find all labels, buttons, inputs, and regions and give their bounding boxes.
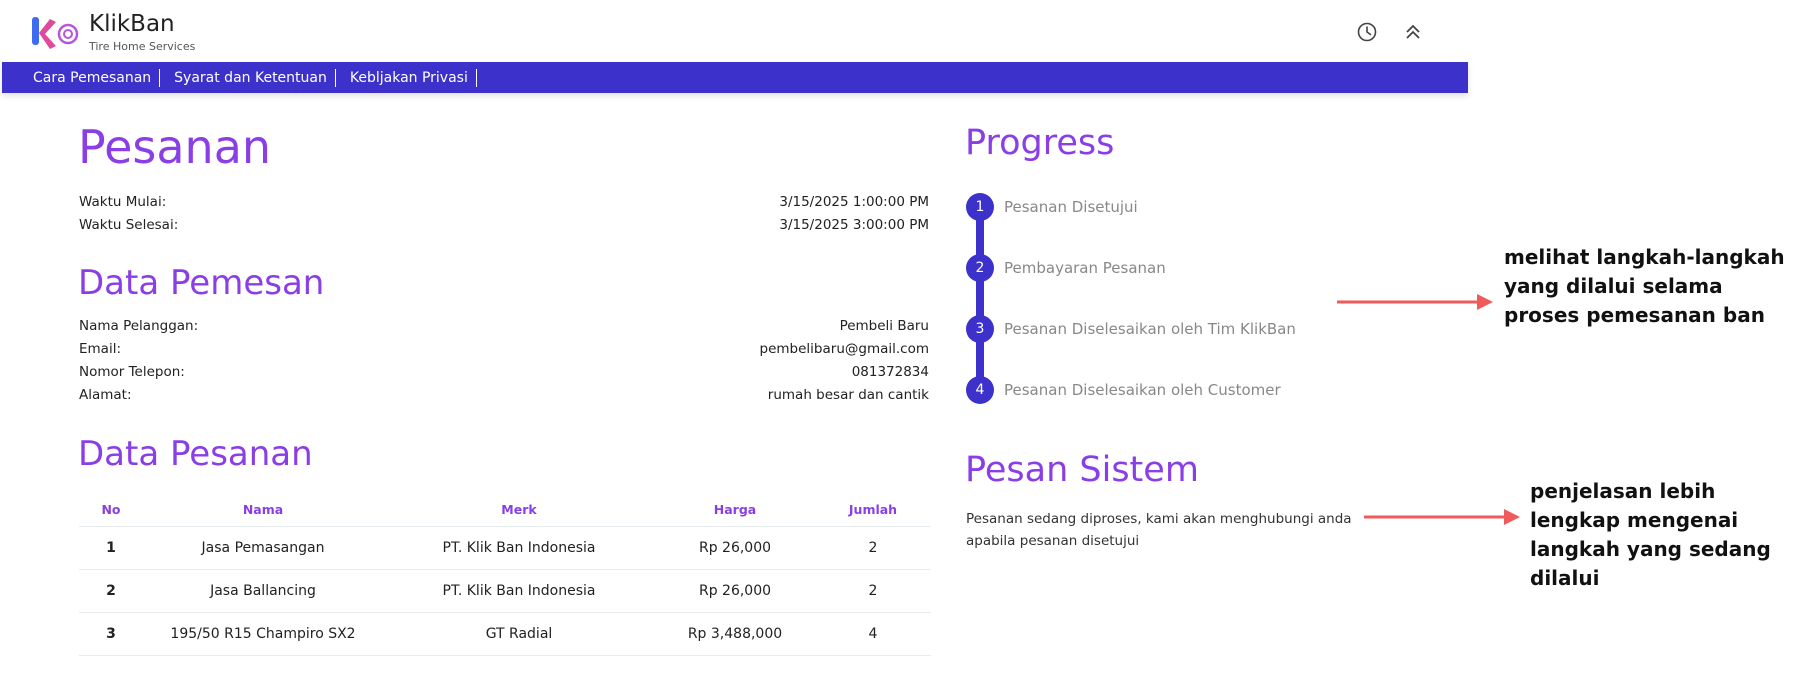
table-cell: GT Radial [383,612,655,656]
table-cell: PT. Klik Ban Indonesia [383,569,655,613]
table-cell: Jasa Ballancing [143,569,383,613]
info-value: rumah besar dan cantik [767,386,929,403]
klikban-logo-icon[interactable] [30,13,80,51]
customer-section-title: Data Pemesan [78,263,325,303]
system-message-annotation: penjelasan lebih lengkap mengenai langka… [1530,479,1771,590]
info-value: 081372834 [851,363,929,380]
progress-step: 1 Pesanan Disetujui [966,193,1386,254]
nav-cara-pemesanan[interactable]: Cara Pemesanan [33,69,152,86]
table-cell: Rp 26,000 [655,569,815,613]
nav-divider [159,68,161,87]
info-row: Waktu Selesai: 3/15/2025 3:00:00 PM [79,213,929,236]
table-cell: Rp 26,000 [655,526,815,570]
progress-step: 2 Pembayaran Pesanan [966,254,1386,315]
info-label: Nomor Telepon: [79,363,185,380]
brand-subtitle: Tire Home Services [89,40,196,53]
info-row: Alamat: rumah besar dan cantik [79,383,929,406]
info-label: Waktu Selesai: [79,216,179,233]
brand-name: KlikBan [89,11,175,37]
progress-connector-line [976,210,984,395]
history-icon[interactable] [1355,20,1379,44]
progress-section-title: Progress [965,123,1115,163]
info-value: pembelibaru@gmail.com [759,340,929,357]
app-header: KlikBan Tire Home Services [0,0,1468,62]
info-row: Nomor Telepon: 081372834 [79,360,929,383]
table-row: 1 Jasa Pemasangan PT. Klik Ban Indonesia… [79,526,931,570]
info-value: 3/15/2025 3:00:00 PM [779,216,929,233]
system-message-title: Pesan Sistem [965,450,1199,490]
column-header: No [79,494,143,527]
system-message-text: Pesanan sedang diproses, kami akan mengh… [966,511,1352,549]
table-cell: 4 [815,612,931,656]
progress-steps: 1 Pesanan Disetujui 2 Pembayaran Pesanan… [966,193,1386,437]
chevron-up-double-icon[interactable] [1401,20,1425,44]
annotation-arrow-icon [1364,509,1520,525]
step-label: Pesanan Disetujui [1004,198,1138,216]
info-row: Email: pembelibaru@gmail.com [79,337,929,360]
step-number: 4 [966,376,994,404]
info-row: Waktu Mulai: 3/15/2025 1:00:00 PM [79,190,929,213]
info-label: Waktu Mulai: [79,193,167,210]
table-cell: 2 [79,569,143,613]
info-label: Alamat: [79,386,132,403]
nav-divider [475,68,477,87]
order-items-section-title: Data Pesanan [78,434,313,474]
nav-syarat-ketentuan[interactable]: Syarat dan Ketentuan [174,69,327,86]
table-cell: 195/50 R15 Champiro SX2 [143,612,383,656]
progress-step: 4 Pesanan Diselesaikan oleh Customer [966,376,1386,437]
column-header: Nama [143,494,383,527]
order-time-info: Waktu Mulai: 3/15/2025 1:00:00 PM Waktu … [79,190,929,236]
nav-bar: Cara Pemesanan Syarat dan Ketentuan Kebl… [2,62,1468,93]
step-label: Pembayaran Pesanan [1004,259,1166,277]
info-value: Pembeli Baru [839,317,929,334]
table-cell: PT. Klik Ban Indonesia [383,526,655,570]
step-label: Pesanan Diselesaikan oleh Tim KlikBan [1004,320,1296,338]
brand: KlikBan Tire Home Services [89,10,195,53]
info-row: Nama Pelanggan: Pembeli Baru [79,314,929,337]
customer-info: Nama Pelanggan: Pembeli Baru Email: pemb… [79,314,929,406]
step-label: Pesanan Diselesaikan oleh Customer [1004,381,1281,399]
column-header: Jumlah [815,494,931,527]
nav-divider [334,68,336,87]
table-row: 2 Jasa Ballancing PT. Klik Ban Indonesia… [79,569,931,613]
nav-kebijakan-privasi[interactable]: Kebljakan Privasi [349,69,468,86]
table-cell: 3 [79,612,143,656]
table-cell: 2 [815,526,931,570]
table-cell: Jasa Pemasangan [143,526,383,570]
page-title: Pesanan [78,120,272,174]
table-header-row: No Nama Merk Harga Jumlah [79,494,931,527]
step-number: 2 [966,254,994,282]
annotation-arrow-icon [1337,294,1493,310]
info-value: 3/15/2025 1:00:00 PM [779,193,929,210]
info-label: Nama Pelanggan: [79,317,199,334]
column-header: Merk [383,494,655,527]
info-label: Email: [79,340,122,357]
step-number: 1 [966,193,994,221]
table-cell: Rp 3,488,000 [655,612,815,656]
table-cell: 2 [815,569,931,613]
progress-annotation: melihat langkah-langkah yang dilalui sel… [1504,245,1785,327]
column-header: Harga [655,494,815,527]
table-cell: 1 [79,526,143,570]
order-items-table: No Nama Merk Harga Jumlah 1 Jasa Pemasan… [79,494,931,656]
table-row: 3 195/50 R15 Champiro SX2 GT Radial Rp 3… [79,612,931,656]
step-number: 3 [966,315,994,343]
progress-step: 3 Pesanan Diselesaikan oleh Tim KlikBan [966,315,1386,376]
